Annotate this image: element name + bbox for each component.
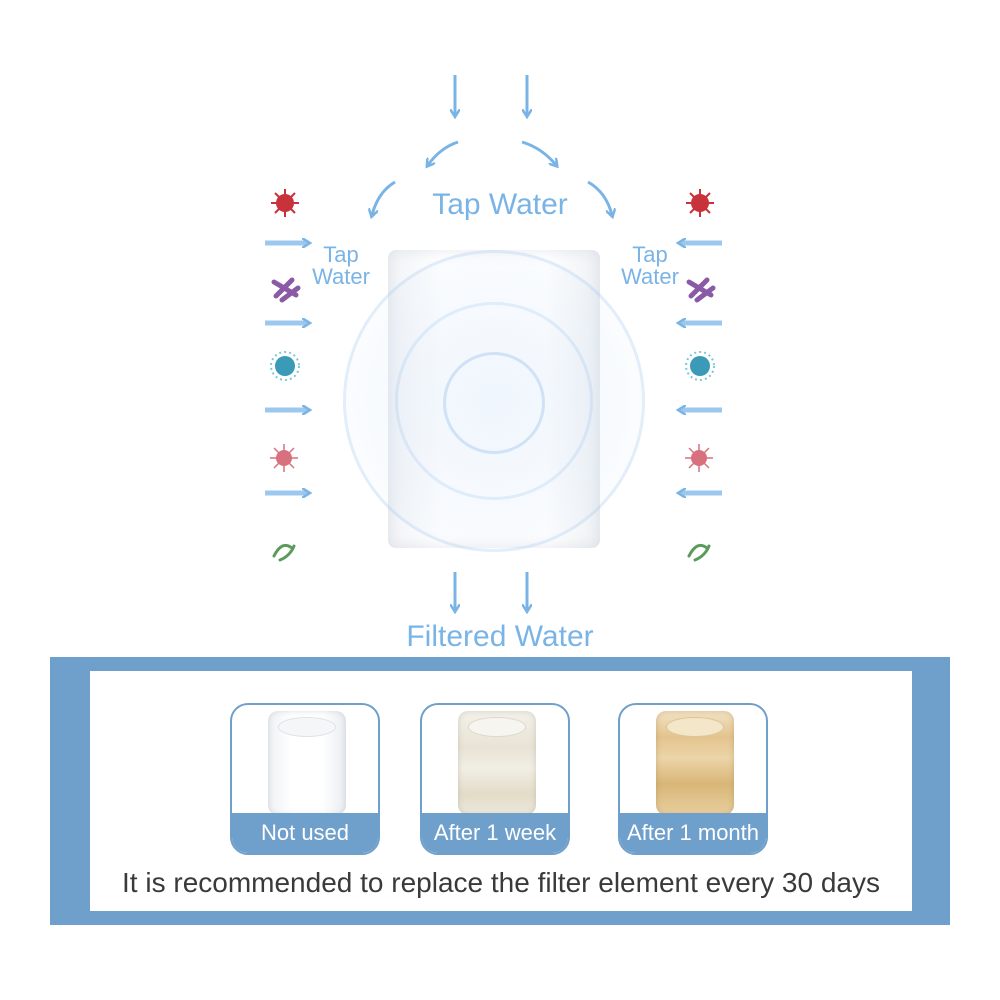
red-virus-icon bbox=[686, 189, 714, 217]
comparison-panel-inner: Not used After 1 week After 1 month It i… bbox=[90, 671, 912, 911]
red-virus-icon bbox=[271, 189, 299, 217]
card-label: After 1 month bbox=[620, 813, 766, 853]
green-bacteria-icon bbox=[687, 543, 711, 562]
water-ripple-ring bbox=[443, 352, 545, 454]
tap-water-right-line1: Tap bbox=[632, 242, 668, 267]
green-bacteria-icon bbox=[272, 543, 296, 562]
clean-filter-image bbox=[268, 711, 346, 815]
filtration-diagram bbox=[265, 75, 722, 660]
water-ripple-ring bbox=[395, 302, 593, 500]
teal-virus-icon bbox=[685, 351, 715, 381]
purple-bacteria-icon bbox=[271, 277, 301, 303]
filtered-water-heading: Filtered Water bbox=[406, 620, 594, 653]
week-filter-image bbox=[458, 711, 536, 815]
filter-card-after-month: After 1 month bbox=[618, 703, 768, 855]
pink-virus-icon bbox=[685, 444, 713, 472]
tap-water-left-line1: Tap bbox=[323, 242, 359, 267]
month-filter-image bbox=[656, 711, 734, 815]
tap-water-right-label: Tap Water bbox=[605, 244, 695, 288]
teal-virus-icon bbox=[270, 351, 300, 381]
filter-card-not-used: Not used bbox=[230, 703, 380, 855]
filter-top-opening bbox=[468, 717, 526, 737]
comparison-panel: Not used After 1 week After 1 month It i… bbox=[50, 657, 950, 925]
filter-card-after-week: After 1 week bbox=[420, 703, 570, 855]
tap-water-left-label: Tap Water bbox=[296, 244, 386, 288]
card-label: After 1 week bbox=[422, 813, 568, 853]
card-label: Not used bbox=[232, 813, 378, 853]
filter-top-opening bbox=[666, 717, 724, 737]
tap-water-left-line2: Water bbox=[312, 264, 370, 289]
tap-water-right-line2: Water bbox=[621, 264, 679, 289]
curved-arrow-icon bbox=[428, 140, 459, 165]
tap-water-heading: Tap Water bbox=[432, 188, 568, 221]
filter-top-opening bbox=[278, 717, 336, 737]
replacement-recommendation: It is recommended to replace the filter … bbox=[122, 867, 880, 898]
curved-arrow-icon bbox=[521, 140, 556, 165]
curved-arrow-icon bbox=[587, 180, 612, 215]
curved-arrow-icon bbox=[372, 180, 396, 215]
purple-bacteria-icon bbox=[686, 277, 716, 303]
pink-virus-icon bbox=[270, 444, 298, 472]
